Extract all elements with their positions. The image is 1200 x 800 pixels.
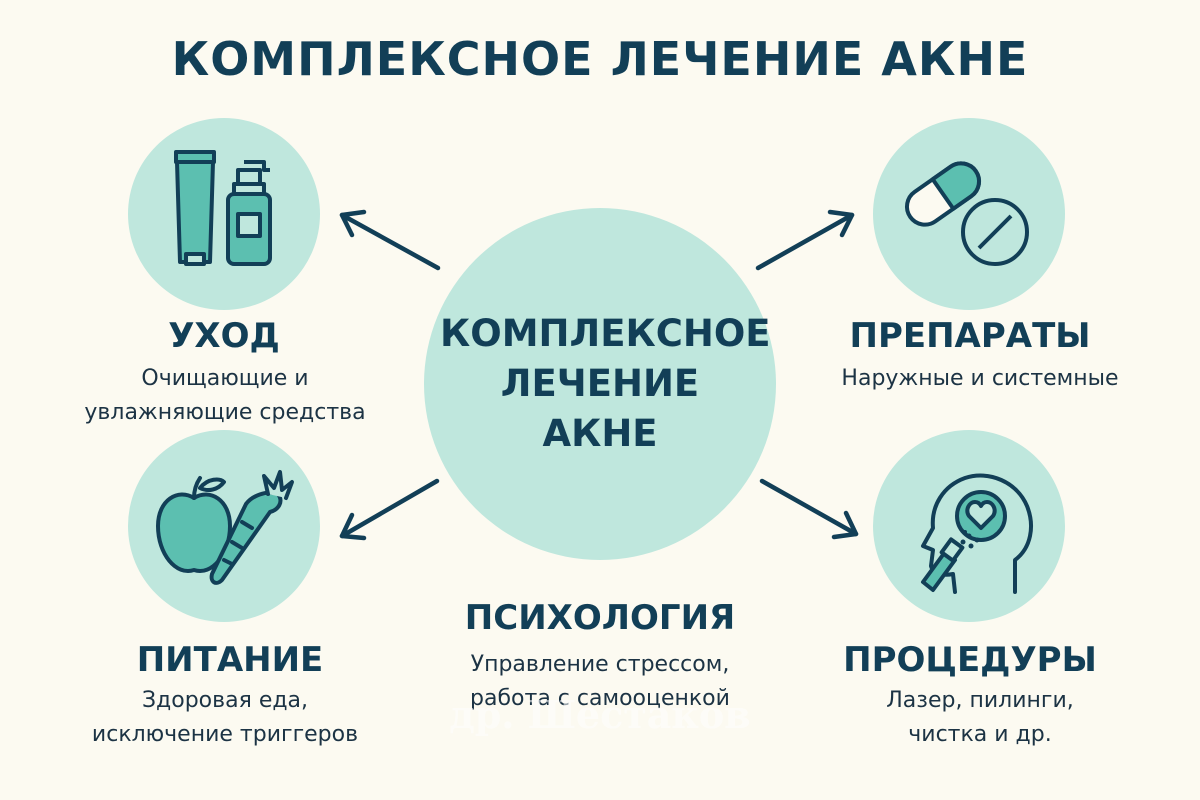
arrow-to-drugs	[755, 209, 855, 271]
drugs-description: Наружные и системные	[790, 362, 1170, 396]
nutrition-icon-circle	[128, 430, 320, 622]
procedures-icon-circle	[873, 430, 1065, 622]
watermark-text: др. Шестаков	[449, 692, 751, 737]
tube-and-bottle-icon	[174, 150, 272, 266]
care-icon-circle	[128, 118, 320, 310]
care-description-line: увлажняющие средства	[84, 400, 366, 425]
apple-carrot-icon	[156, 470, 294, 585]
procedures-description: Лазер, пилинги, чистка и др.	[800, 684, 1160, 752]
center-label-line: АКНЕ	[542, 412, 658, 455]
center-label-line: КОМПЛЕКСНОЕ	[440, 312, 771, 355]
center-circle: КОМПЛЕКСНОЕ ЛЕЧЕНИЕ АКНЕ	[424, 208, 776, 560]
center-label-line: ЛЕЧЕНИЕ	[500, 362, 700, 405]
center-label: КОМПЛЕКСНОЕ ЛЕЧЕНИЕ АКНЕ	[440, 309, 771, 459]
procedures-description-line: чистка и др.	[908, 722, 1052, 747]
drugs-icon-circle	[873, 118, 1065, 310]
psychology-description-line: работа с самооценкой	[470, 686, 730, 711]
nutrition-description-line: Здоровая еда,	[141, 688, 309, 713]
arrow-to-procedures	[759, 478, 859, 540]
nutrition-description: Здоровая еда, исключение триггеров	[40, 684, 410, 752]
procedures-description-line: Лазер, пилинги,	[886, 688, 1074, 713]
care-description: Очищающие и увлажняющие средства	[40, 362, 410, 430]
head-heart-device-icon	[921, 473, 1033, 594]
psychology-title: ПСИХОЛОГИЯ	[464, 598, 736, 638]
care-description-line: Очищающие и	[141, 366, 309, 391]
nutrition-title: ПИТАНИЕ	[136, 640, 324, 680]
psychology-description-line: Управление стрессом,	[470, 652, 730, 677]
arrow-to-nutrition	[339, 478, 440, 541]
nutrition-description-line: исключение триггеров	[91, 722, 359, 747]
procedures-title: ПРОЦЕДУРЫ	[843, 640, 1097, 680]
care-title: УХОД	[168, 316, 280, 356]
pills-icon	[904, 161, 1029, 266]
arrow-to-care	[339, 209, 441, 271]
drugs-title: ПРЕПАРАТЫ	[849, 316, 1091, 356]
page-title: КОМПЛЕКСНОЕ ЛЕЧЕНИЕ АКНЕ	[171, 32, 1029, 86]
drugs-description-line: Наружные и системные	[841, 366, 1119, 391]
psychology-description: Управление стрессом, работа с самооценко…	[420, 648, 780, 716]
